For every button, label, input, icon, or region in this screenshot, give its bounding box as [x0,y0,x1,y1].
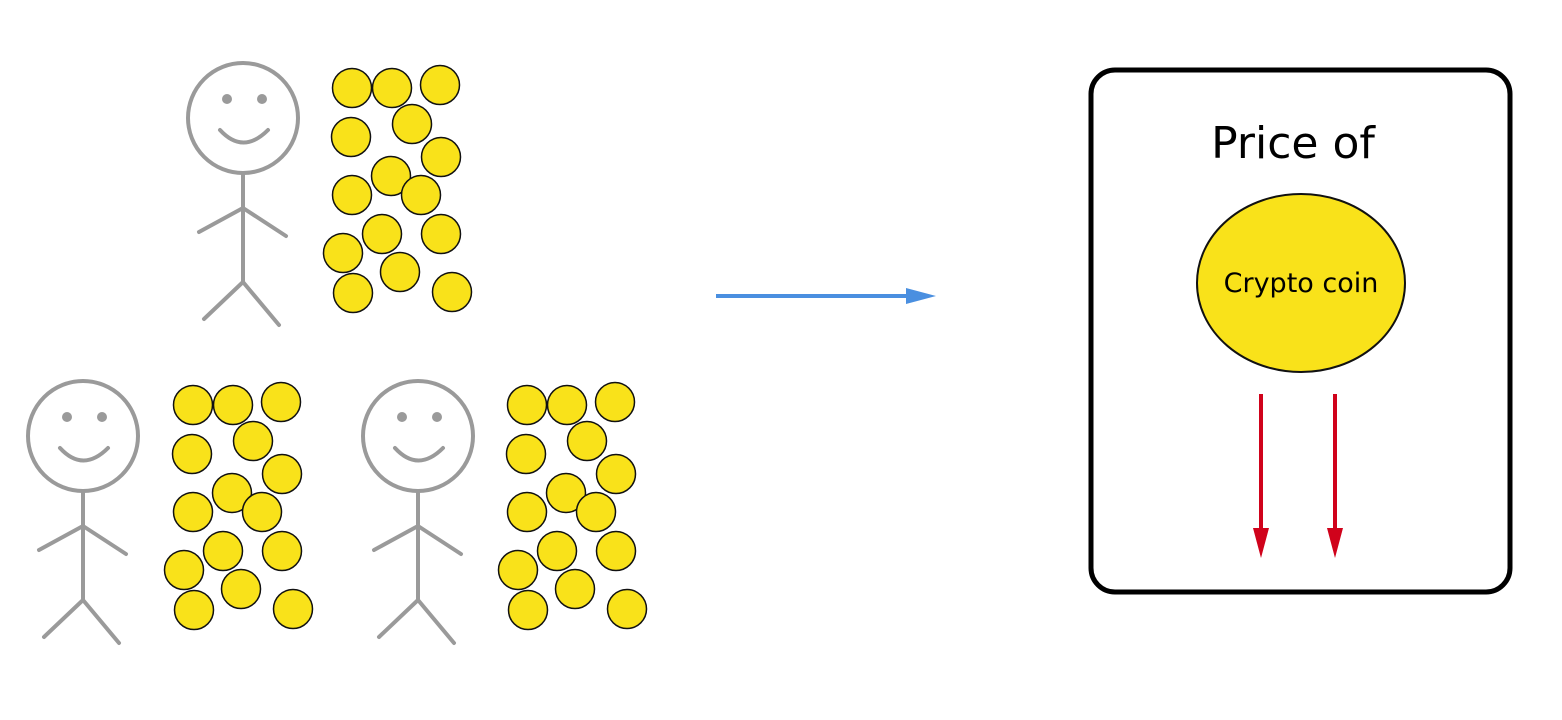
coin [371,67,413,109]
coin [172,384,214,426]
coin [546,384,588,426]
coin [361,213,403,255]
flow-arrow-head [906,288,936,304]
price-box-title: Price of [1211,118,1376,169]
down-arrow-head [1253,528,1269,558]
flow-arrow [716,288,936,304]
coin-pile-holder-3 [497,381,648,631]
coin [261,453,303,495]
price-box: Price of Crypto coin [1088,67,1513,595]
person-arm [372,524,420,552]
crypto-coin [1196,193,1406,373]
coin [594,381,636,423]
coin [220,568,262,610]
coin [505,433,547,475]
coin [261,530,303,572]
coin [202,530,244,572]
coin [536,530,578,572]
person-eye [62,412,72,422]
coin-pile-holder-2 [163,381,314,631]
down-arrow-head [1327,528,1343,558]
person-eye [97,412,107,422]
person-arm [197,206,245,234]
person-leg [416,598,456,645]
coin [575,491,617,533]
person-arm [241,206,288,238]
person-smile [58,446,110,463]
person-smile [393,446,445,463]
coin [506,384,548,426]
coin [506,491,548,533]
coin [211,472,253,514]
person-eye [432,412,442,422]
person-eye [257,94,267,104]
coin [545,472,587,514]
person-leg [81,598,121,645]
coin [420,136,462,178]
coin [370,155,412,197]
coin [171,433,213,475]
person-head [186,61,300,175]
crypto-coin-label: Crypto coin [1224,268,1379,299]
coin [260,381,302,423]
price-down-arrow-right [1327,394,1343,558]
person-leg [202,280,245,321]
coin [232,420,274,462]
coin [212,384,254,426]
coin [507,589,549,631]
coin [173,589,215,631]
coin [431,271,473,313]
coin [272,588,314,630]
person-smile [218,128,270,145]
price-down-arrow-left [1253,394,1269,558]
person-arm [81,524,128,556]
person-holder-2 [26,379,140,645]
coin [419,64,461,106]
coin [379,251,421,293]
coin [420,213,462,255]
coin-pile-holder-1 [322,64,473,314]
coin [566,420,608,462]
person-eye [222,94,232,104]
coin [400,174,442,216]
coin [330,116,372,158]
coin [332,272,374,314]
coin [497,549,539,591]
coin [331,67,373,109]
coin [241,491,283,533]
person-holder-1 [186,61,300,327]
coin [331,174,373,216]
coin [606,588,648,630]
person-head [361,379,475,493]
person-arm [37,524,85,552]
person-head [26,379,140,493]
person-holder-3 [361,379,475,645]
person-leg [42,598,85,639]
coin [391,103,433,145]
coin [172,491,214,533]
person-leg [377,598,420,639]
person-eye [397,412,407,422]
person-leg [241,280,281,327]
coin [554,568,596,610]
coin [595,453,637,495]
person-arm [416,524,463,556]
coin [595,530,637,572]
coin [163,549,205,591]
coin [322,232,364,274]
